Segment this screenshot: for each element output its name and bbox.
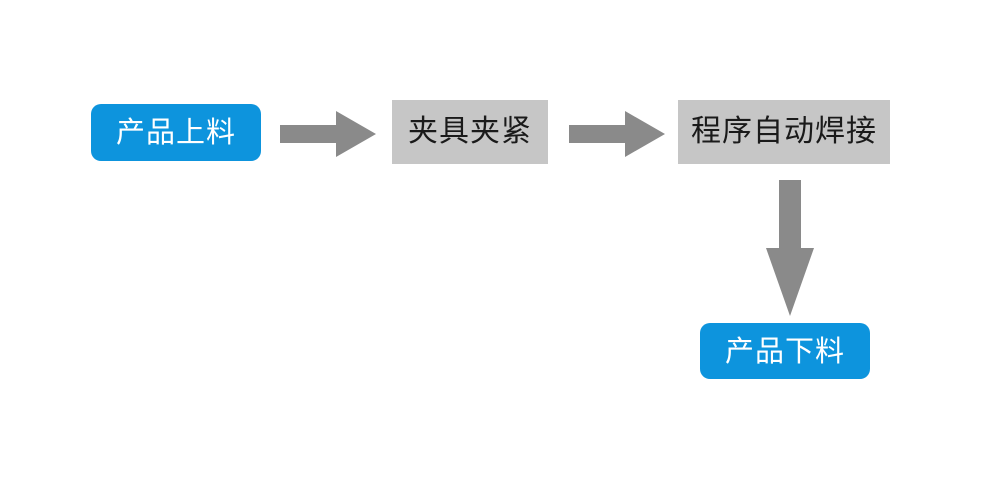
flow-node-fixture-clamping[interactable]: 夹具夹紧: [392, 100, 548, 164]
arrow-right-icon-clamp-to-weld: [569, 108, 665, 160]
flow-node-label: 夹具夹紧: [408, 114, 532, 149]
arrow-down-icon-weld-to-unload: [766, 180, 814, 316]
arrow-right-icon-load-to-clamp: [280, 108, 376, 160]
flow-node-label: 产品上料: [115, 115, 236, 149]
flow-node-automatic-program-welding[interactable]: 程序自动焊接: [678, 100, 890, 164]
flow-node-product-unloading[interactable]: 产品下料: [700, 323, 870, 379]
flow-node-product-loading[interactable]: 产品上料: [91, 104, 261, 161]
flow-node-label: 产品下料: [724, 333, 845, 368]
flow-node-label: 程序自动焊接: [691, 114, 877, 149]
